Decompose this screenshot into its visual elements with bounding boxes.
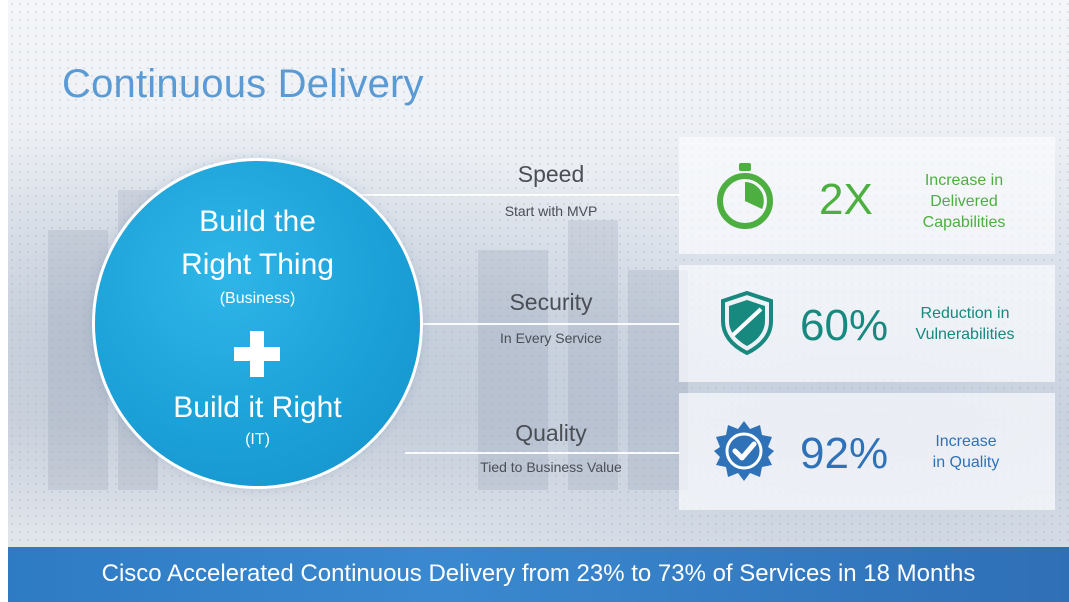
circle-sub-1: (Business) <box>219 290 296 307</box>
bottom-banner: Cisco Accelerated Continuous Delivery fr… <box>8 547 1069 602</box>
circle-sub-2: (IT) <box>245 431 270 448</box>
connector-line-security <box>420 323 680 325</box>
pillar-sublabel-security: In Every Service <box>500 330 602 346</box>
stat-value-quality: 92% <box>800 429 889 478</box>
build-circle: Build the Right Thing (Business) Build i… <box>95 161 420 486</box>
circle-line-2: Right Thing <box>181 248 334 281</box>
stat-value-speed: 2X <box>819 175 873 224</box>
stopwatch-icon <box>717 163 773 229</box>
pillar-label-security: Security <box>509 289 593 315</box>
pillar-sublabel-speed: Start with MVP <box>504 203 598 219</box>
circle-line-1: Build the <box>199 205 316 238</box>
connector-line-speed <box>360 194 680 196</box>
pillar-label-quality: Quality <box>515 420 587 446</box>
stat-description-security: Reduction in Vulnerabilities <box>915 305 1015 343</box>
slide-title: Continuous Delivery <box>62 62 424 106</box>
stat-panel-security: 60% Reduction in Vulnerabilities <box>679 265 1055 382</box>
shield-icon <box>721 291 773 355</box>
pillar-label-speed: Speed <box>517 161 585 187</box>
stat-description-speed: Increase in Delivered Capabilities <box>922 172 1006 231</box>
banner-text: Cisco Accelerated Continuous Delivery fr… <box>101 560 976 587</box>
stat-panel-speed: 2X Increase in Delivered Capabilities <box>679 137 1055 254</box>
plus-icon <box>234 331 280 377</box>
stat-value-security: 60% <box>800 301 889 350</box>
stat-panel-quality: 92% Increase in Quality <box>679 393 1055 510</box>
circle-line-3: Build it Right <box>173 391 342 424</box>
connector-line-quality <box>405 452 680 454</box>
stat-description-quality: Increase in Quality <box>932 433 1000 471</box>
pillar-sublabel-quality: Tied to Business Value <box>480 459 622 475</box>
badge-check-icon <box>714 421 774 481</box>
